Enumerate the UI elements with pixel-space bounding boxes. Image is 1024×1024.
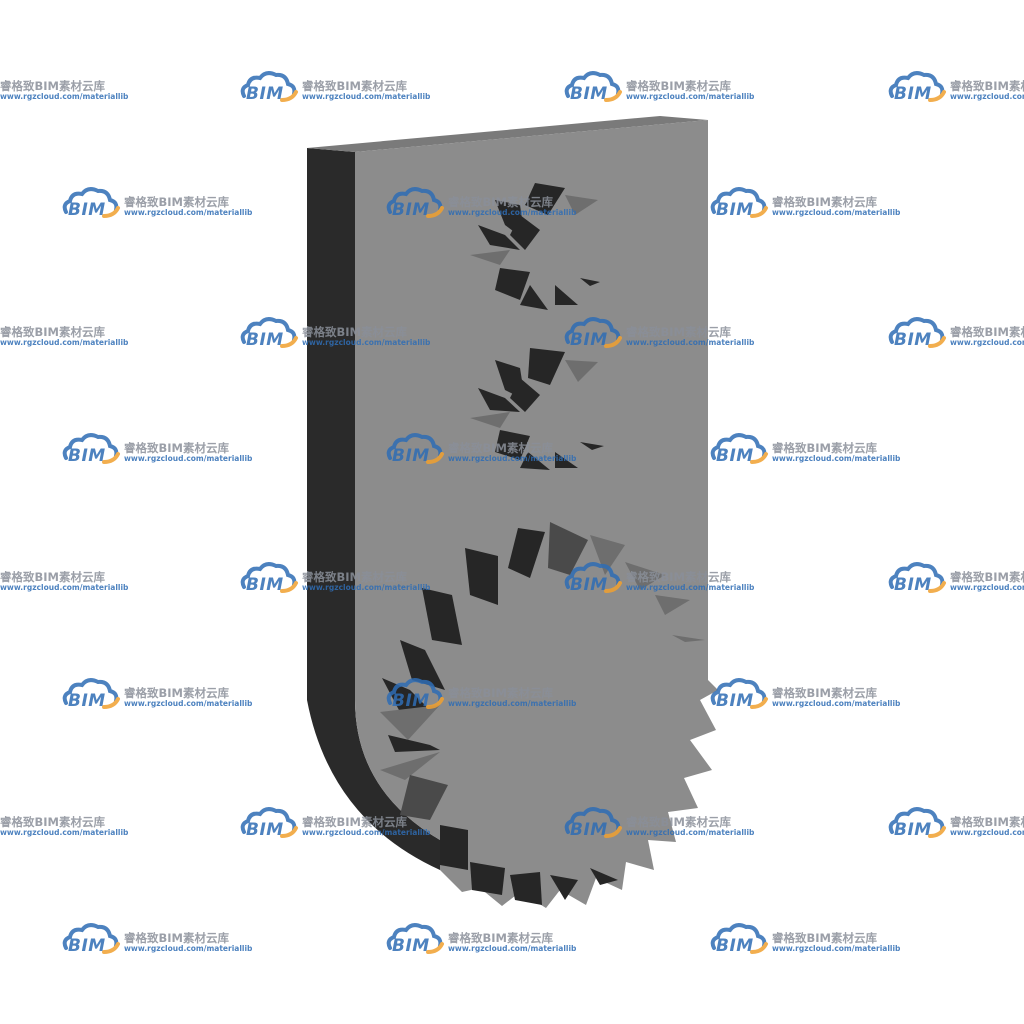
gear-tooth bbox=[528, 348, 565, 385]
gear-tooth bbox=[548, 522, 588, 575]
small-gear-upper bbox=[470, 183, 600, 310]
small-gear-middle bbox=[470, 348, 604, 470]
gear-tooth bbox=[525, 183, 565, 215]
gear-tooth bbox=[672, 635, 705, 642]
panel-front-face bbox=[355, 120, 718, 908]
gear-tooth bbox=[580, 278, 600, 286]
gear-tooth bbox=[550, 875, 578, 900]
gear-tooth bbox=[590, 535, 625, 575]
gear-tooth bbox=[478, 225, 520, 250]
gear-tooth bbox=[400, 775, 448, 820]
gear-tooth bbox=[380, 705, 440, 740]
gear-tooth bbox=[580, 442, 604, 450]
gear-tooth bbox=[625, 562, 665, 590]
panel-top-face bbox=[307, 116, 708, 152]
gear-tooth bbox=[565, 360, 598, 382]
large-gear-lower bbox=[380, 522, 705, 905]
gear-tooth bbox=[388, 735, 440, 752]
gear-tooth bbox=[520, 452, 550, 470]
gear-tooth bbox=[440, 825, 468, 870]
gear-tooth bbox=[510, 872, 542, 905]
gear-tooth bbox=[470, 412, 510, 428]
gear-tooth bbox=[495, 268, 530, 300]
gear-tooth bbox=[590, 868, 618, 885]
gear-tooth bbox=[495, 430, 530, 460]
gear-tooth bbox=[422, 588, 462, 645]
gear-tooth bbox=[520, 285, 548, 310]
gear-tooth bbox=[478, 388, 520, 412]
gear-tooth bbox=[655, 595, 690, 615]
gear-tooth bbox=[470, 250, 510, 265]
gear-tooth bbox=[400, 640, 445, 690]
gear-tooth bbox=[555, 452, 578, 468]
gear-tooth bbox=[470, 862, 505, 895]
gear-tooth bbox=[565, 195, 598, 215]
panel-side-face bbox=[307, 148, 440, 870]
gear-tooth bbox=[510, 215, 540, 250]
gear-tooth bbox=[510, 378, 540, 412]
gear-tooth bbox=[508, 528, 545, 578]
gear-tooth bbox=[380, 752, 440, 780]
gear-tooth bbox=[465, 548, 498, 605]
gear-tooth bbox=[555, 285, 578, 305]
